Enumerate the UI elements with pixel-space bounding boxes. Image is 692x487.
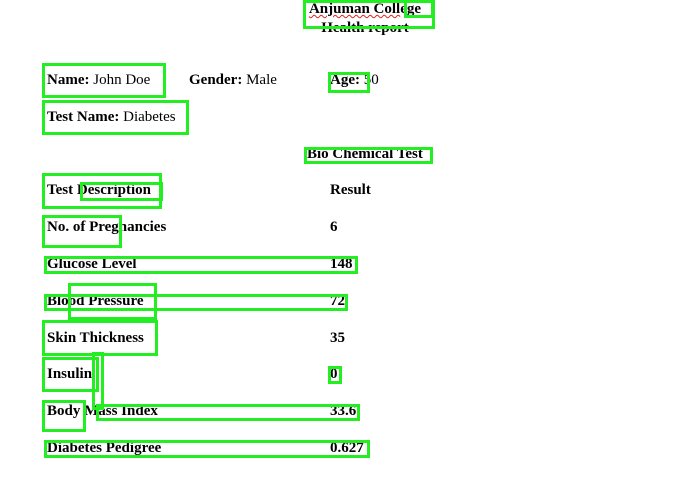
column-header-result: Result bbox=[330, 182, 371, 198]
table-row-result: 0.627 bbox=[330, 440, 364, 456]
table-row-description: Insulin bbox=[47, 366, 93, 382]
patient-gender: Gender: Male bbox=[189, 72, 277, 89]
table-row-description: Glucose Level bbox=[47, 256, 137, 272]
gender-value: Male bbox=[246, 72, 277, 88]
patient-name: Name: John Doe bbox=[47, 72, 150, 89]
highlight-box-insulin-cursor bbox=[92, 352, 104, 410]
table-row-result: 72 bbox=[330, 293, 345, 309]
table-row-description: Blood Pressure bbox=[47, 293, 144, 309]
test-name-label: Test Name: bbox=[47, 109, 120, 125]
age-value: 50 bbox=[363, 72, 379, 88]
name-label: Name: bbox=[47, 72, 90, 88]
table-row-description: No. of Pregnancies bbox=[47, 219, 167, 235]
table-row-result: 148 bbox=[330, 256, 353, 272]
gender-label: Gender: bbox=[189, 72, 243, 88]
table-row-result: 6 bbox=[330, 219, 338, 235]
college-name-suffix: ege bbox=[400, 1, 422, 17]
section-title: Bio Chemical Test bbox=[307, 146, 423, 162]
test-name: Test Name: Diabetes bbox=[47, 109, 176, 126]
column-header-description: Test Description bbox=[47, 182, 152, 198]
table-row-description: Skin Thickness bbox=[47, 330, 144, 346]
age-label: Age: bbox=[330, 72, 360, 88]
report-title: Health report bbox=[321, 20, 409, 36]
college-name: Anjuman College bbox=[0, 0, 692, 19]
test-name-value: Diabetes bbox=[123, 109, 176, 125]
college-name-main: Anjuman Coll bbox=[308, 1, 401, 17]
table-row-result: 0 bbox=[330, 366, 338, 382]
report-header: Anjuman College Health report bbox=[0, 0, 692, 38]
table-row-result: 33.6 bbox=[330, 403, 357, 419]
patient-age: Age: 50 bbox=[330, 72, 379, 89]
table-row-result: 35 bbox=[330, 330, 345, 346]
name-value: John Doe bbox=[93, 72, 151, 88]
table-row-description: Diabetes Pedigree bbox=[47, 440, 162, 456]
table-row-description: Body Mass Index bbox=[47, 403, 158, 419]
